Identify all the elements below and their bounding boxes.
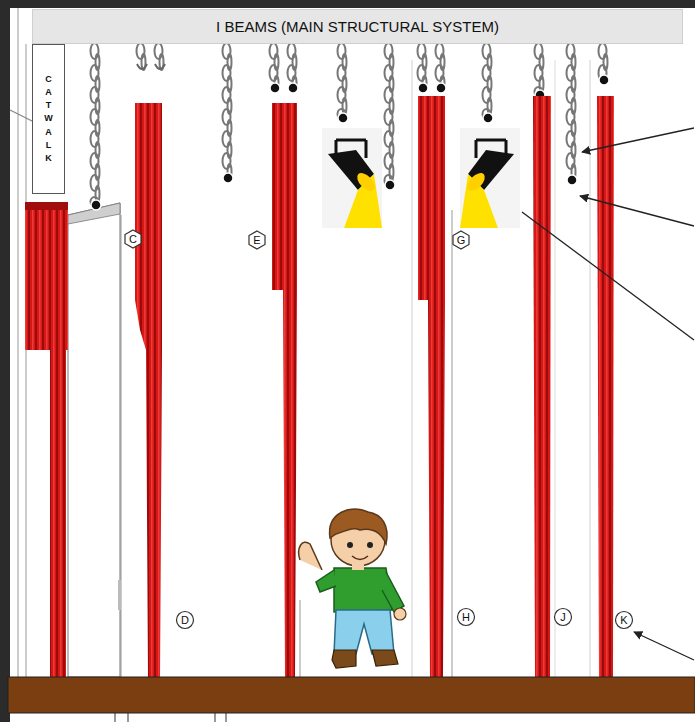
chain-end	[91, 200, 101, 210]
stage-floor	[8, 677, 695, 713]
chain-link	[91, 131, 99, 147]
chain-link	[483, 43, 491, 59]
chain-link	[567, 153, 575, 169]
chain-link	[91, 153, 99, 169]
chain-link	[223, 87, 231, 103]
chain-end	[567, 175, 577, 185]
marker-letter: E	[253, 234, 260, 247]
chain-link	[385, 87, 393, 103]
chain-link	[91, 87, 99, 103]
chain-end	[270, 83, 280, 93]
spotlight	[322, 128, 382, 228]
chain-link	[385, 43, 393, 59]
chain-link	[288, 43, 296, 59]
marker-letter: J	[560, 611, 566, 624]
grid-marker: H	[456, 607, 476, 627]
marker-letter: D	[181, 614, 189, 627]
grid-marker: J	[553, 607, 573, 627]
chain-link	[338, 65, 346, 81]
chain-link	[91, 43, 99, 59]
chain-end	[483, 113, 493, 123]
chain-link	[535, 65, 543, 81]
chain-end	[223, 173, 233, 183]
chain-link	[567, 43, 575, 59]
chain-link	[223, 43, 231, 59]
chain-link	[418, 43, 426, 59]
chain-link	[385, 65, 393, 81]
chain-end	[436, 83, 446, 93]
chain-end	[288, 83, 298, 93]
lower-ground	[10, 713, 695, 722]
chain-link	[338, 87, 346, 103]
catwalk-label: CATWALK	[44, 73, 53, 164]
chain-link	[288, 65, 296, 81]
chain-hook	[137, 64, 147, 69]
chain-end	[338, 113, 348, 123]
stage-ground	[10, 8, 695, 677]
chain-link	[436, 43, 444, 59]
chain-link	[223, 131, 231, 147]
chain-link	[535, 43, 543, 59]
catwalk-box: CATWALK	[32, 44, 65, 194]
chain-link	[338, 43, 346, 59]
chain-link	[91, 175, 99, 191]
chain-link	[599, 43, 607, 59]
grid-marker: K	[614, 610, 634, 630]
grid-marker: G	[451, 230, 471, 250]
chain-link	[91, 109, 99, 125]
chain-end	[599, 75, 609, 85]
title-text: I BEAMS (MAIN STRUCTURAL SYSTEM)	[216, 18, 499, 35]
chain-link	[567, 65, 575, 81]
leader-lines	[10, 110, 694, 660]
building-lines	[18, 8, 590, 722]
chain-link	[223, 153, 231, 169]
spotlight	[460, 128, 520, 228]
grid-marker: E	[247, 230, 267, 250]
chain-link	[385, 153, 393, 169]
chain-link	[436, 65, 444, 81]
chain-link	[270, 43, 278, 59]
grid-marker: C	[123, 229, 143, 249]
grid-marker: D	[175, 610, 195, 630]
chain-link	[155, 43, 163, 59]
chain-link	[567, 87, 575, 103]
chain-link	[270, 65, 278, 81]
chain-link	[483, 87, 491, 103]
chain-end	[385, 180, 395, 190]
chain-link	[137, 43, 145, 59]
chain-link	[91, 65, 99, 81]
boy-figure	[299, 509, 406, 668]
marker-letter: H	[462, 611, 470, 624]
chain-hook	[155, 64, 165, 69]
chain-link	[418, 65, 426, 81]
chain-link	[223, 65, 231, 81]
marker-letter: G	[457, 234, 466, 247]
chain-end	[418, 83, 428, 93]
chain-link	[483, 65, 491, 81]
curtains	[25, 96, 614, 677]
chain-link	[385, 109, 393, 125]
chains	[35, 43, 610, 210]
chain-link	[385, 131, 393, 147]
chain-link	[223, 109, 231, 125]
title-band: I BEAMS (MAIN STRUCTURAL SYSTEM)	[32, 9, 683, 44]
chain-link	[567, 109, 575, 125]
marker-letter: K	[620, 614, 627, 627]
chain-link	[567, 131, 575, 147]
proscenium-panel	[68, 203, 121, 677]
marker-letter: C	[129, 233, 137, 246]
